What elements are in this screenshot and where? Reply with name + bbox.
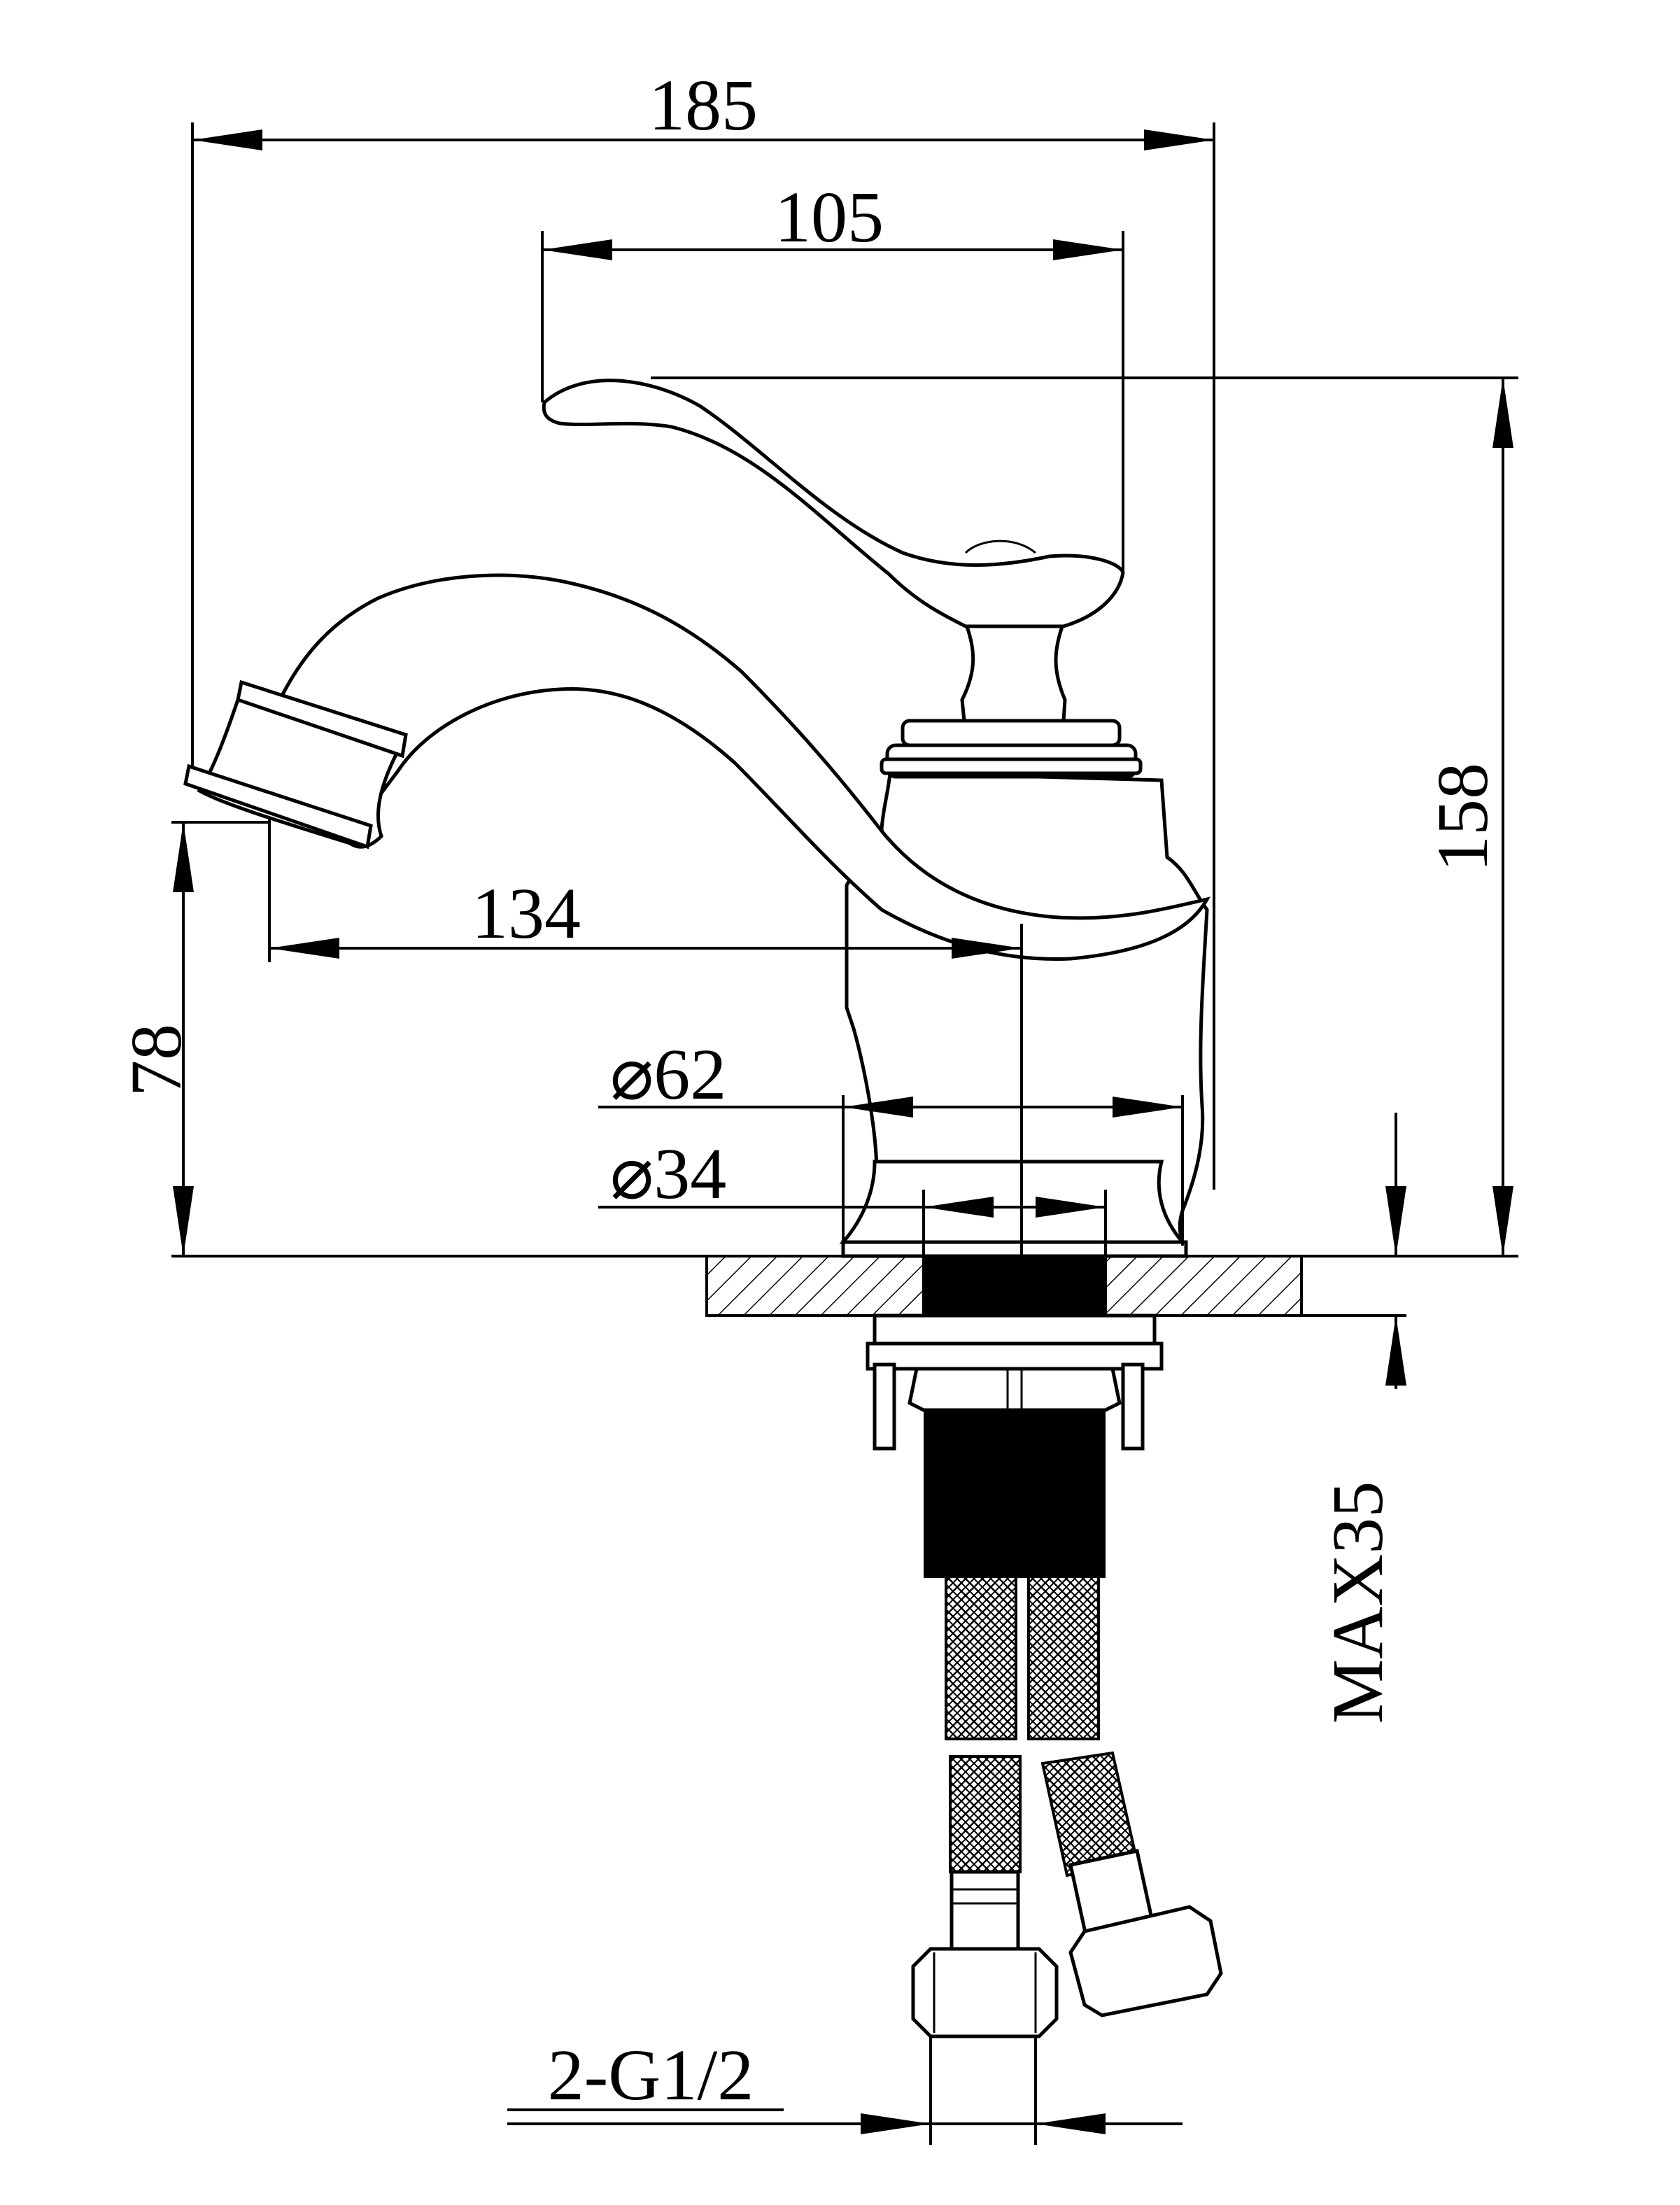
hex-nut [908,1367,1122,1412]
dim-hose-thread: 2-G1/2 [548,2035,754,2115]
cap-ring-band [880,757,1143,775]
dim-spout-height: 78 [116,1024,197,1097]
dim-base-diameter: ⌀62 [610,1034,727,1115]
hoses [911,1566,1223,2038]
threaded-shank [924,1256,1106,1578]
dim-overall-height: 158 [1423,763,1503,872]
hose-nut-right [1068,1905,1223,2017]
hose-left-upper [945,1566,1017,1740]
dim-handle-reach: 105 [775,177,884,258]
dimension-labels: 185 105 134 ⌀62 ⌀34 2-G1/2 158 78 MAX35 [116,65,1503,2115]
washer-plate [873,1313,1157,1346]
spout-ring [236,679,408,759]
cap-ring-top [901,719,1122,747]
stud-left [873,1362,896,1451]
dim-overall-width: 185 [649,65,758,146]
ferrule-left [950,1870,1020,1951]
fixing-plate [866,1341,1164,1371]
base-plate [841,1240,1188,1258]
lever-boss [964,540,1036,554]
dim-shank-diameter: ⌀34 [610,1134,727,1214]
dimension-lines [171,122,1518,2145]
handle-stem [960,621,1067,723]
spout-mouth-rim [183,763,373,850]
base-flange [839,1160,1187,1244]
hose-left-lower [949,1755,1022,1873]
hose-right-upper [1027,1566,1100,1740]
dim-max-deck-thickness: MAX35 [1318,1481,1398,1724]
lever-handle [542,379,1125,628]
hose-nut-left [911,1947,1059,2038]
mounting-assembly [866,1256,1164,1578]
stud-right [1121,1362,1145,1451]
dim-spout-reach: 134 [472,873,581,954]
